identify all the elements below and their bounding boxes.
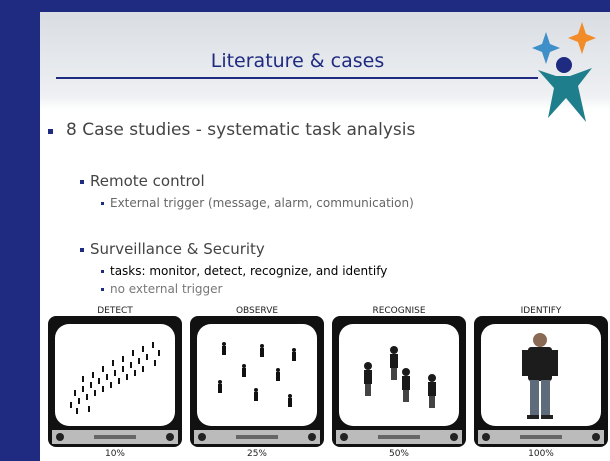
bullet-text: External trigger (message, alarm, commun… — [110, 196, 414, 210]
large-person-icon — [522, 333, 558, 419]
panel-percent: 25% — [246, 449, 267, 459]
bullet-external-trigger: External trigger (message, alarm, commun… — [101, 196, 414, 210]
bullet-text: tasks: monitor, detect, recognize, and i… — [110, 264, 388, 278]
tv-monitor — [332, 316, 466, 447]
medium-figures-icon — [364, 346, 436, 408]
bullet-square — [48, 129, 53, 134]
panel-label: RECOGNISE — [372, 306, 426, 316]
bullet-tasks: tasks: monitor, detect, recognize, and i… — [101, 264, 387, 278]
bullet-square — [80, 180, 84, 184]
small-figures-icon — [218, 342, 296, 407]
top-bar — [40, 0, 610, 12]
panel-detect: DETECT — [46, 303, 184, 461]
panel-recognise: RECOGNISE 50% — [330, 303, 468, 461]
logo-teal-figure — [538, 68, 592, 122]
logo-blue-star — [532, 32, 560, 64]
tv-monitor — [474, 316, 608, 447]
bullet-text: 8 Case studies - systematic task analysi… — [66, 120, 416, 140]
panel-label: DETECT — [97, 306, 133, 316]
bullet-text: no external trigger — [110, 282, 223, 296]
slide-title: Literature & cases — [210, 50, 385, 72]
tiny-figures-icon — [70, 342, 160, 414]
bullet-text: Surveillance & Security — [90, 240, 265, 258]
logo-orange-star — [568, 22, 596, 54]
header-band — [40, 12, 610, 110]
bullet-square — [101, 202, 104, 205]
dri-criteria-strip: DETECT — [40, 303, 610, 461]
panel-label: OBSERVE — [235, 306, 279, 316]
bullet-square — [80, 248, 84, 252]
tv-monitor — [190, 316, 324, 447]
bullet-square — [101, 288, 104, 291]
panel-observe: OBSERVE 25% — [188, 303, 326, 461]
panel-label: IDENTIFY — [520, 306, 562, 316]
panel-percent: 50% — [388, 449, 409, 459]
left-sidebar — [0, 0, 40, 461]
bullet-text: Remote control — [90, 172, 205, 190]
logo — [532, 22, 596, 122]
bullet-surveillance: Surveillance & Security — [80, 240, 265, 258]
title-underline — [56, 77, 538, 79]
panel-identify: IDENTIFY 100% — [472, 303, 610, 461]
tv-monitor — [48, 316, 182, 447]
logo-center-dot — [556, 57, 572, 73]
bullet-no-trigger: no external trigger — [101, 282, 222, 296]
panel-percent: 10% — [104, 449, 125, 459]
bullet-case-studies: 8 Case studies - systematic task analysi… — [48, 120, 415, 140]
bullet-square — [101, 270, 104, 273]
bullet-remote-control: Remote control — [80, 172, 205, 190]
panel-percent: 100% — [528, 449, 554, 459]
